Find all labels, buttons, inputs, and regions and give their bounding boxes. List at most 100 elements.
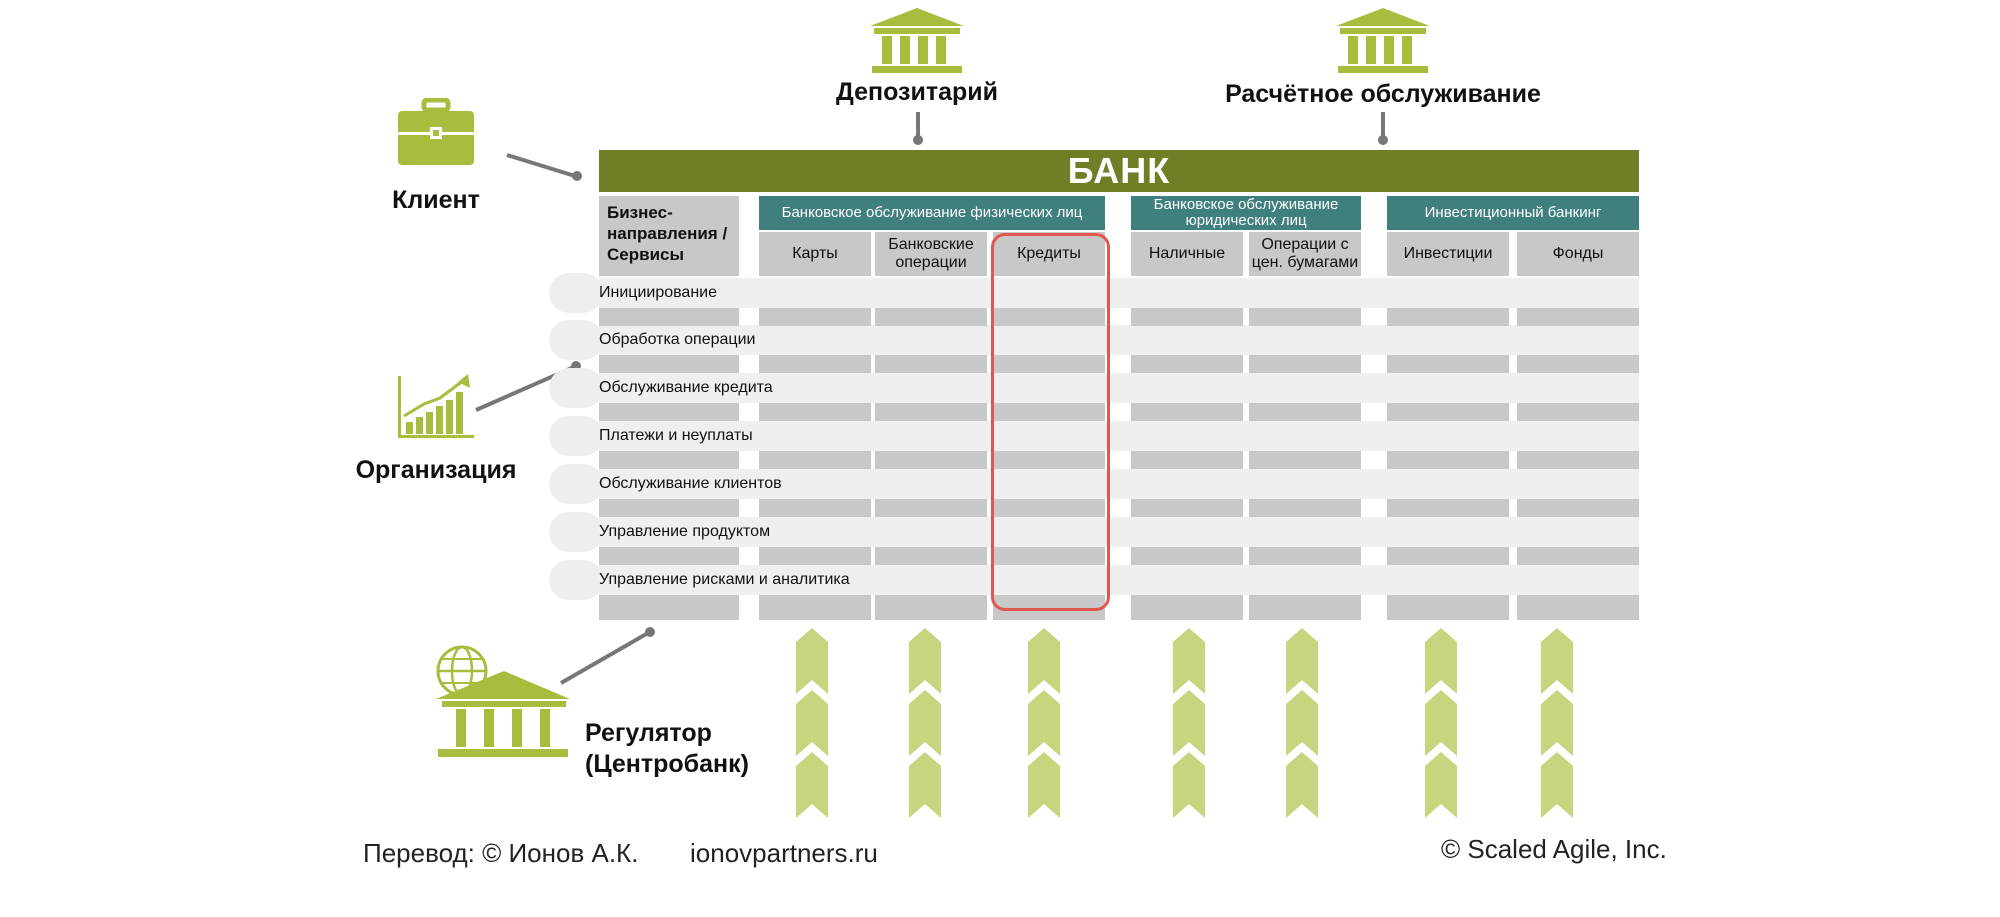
matrix-cell bbox=[759, 547, 871, 565]
matrix-cell bbox=[1131, 595, 1243, 620]
group-header-retail: Банковское обслуживание физических лиц bbox=[759, 196, 1105, 230]
row-label: Инициирование bbox=[599, 284, 717, 301]
organization-label: Организация bbox=[355, 456, 517, 484]
matrix-cell bbox=[1131, 451, 1243, 469]
matrix-cell bbox=[875, 499, 987, 517]
up-chevron-arrow-icon bbox=[1541, 628, 1573, 818]
column-header-cards: Карты bbox=[759, 232, 871, 276]
column-header-funds: Фонды bbox=[1517, 232, 1639, 276]
translation-credit: Перевод: © Ионов А.К. bbox=[363, 838, 639, 868]
matrix-cell bbox=[1249, 308, 1361, 326]
matrix-cell bbox=[875, 308, 987, 326]
matrix-cell bbox=[993, 499, 1105, 517]
regulator-label-line1: Регулятор bbox=[585, 719, 712, 747]
up-chevron-arrow-icon bbox=[1425, 628, 1457, 818]
row-label: Обслуживание клиентов bbox=[599, 475, 782, 492]
depository-bank-icon bbox=[870, 8, 964, 73]
matrix-cell bbox=[1517, 499, 1639, 517]
table-row bbox=[599, 421, 1639, 451]
matrix-cell bbox=[1387, 595, 1509, 620]
matrix-cell bbox=[1131, 355, 1243, 373]
column-header-securities: Операции с цен. бумагами bbox=[1249, 232, 1361, 276]
matrix-cell bbox=[759, 308, 871, 326]
row-tab bbox=[549, 560, 603, 600]
matrix-cell bbox=[1131, 547, 1243, 565]
matrix-cell bbox=[759, 595, 871, 620]
row-label: Обслуживание кредита bbox=[599, 379, 773, 396]
matrix-cell bbox=[1387, 308, 1509, 326]
column-header-investments: Инвестиции bbox=[1387, 232, 1509, 276]
matrix-cell bbox=[1517, 547, 1639, 565]
matrix-cell bbox=[993, 547, 1105, 565]
client-label: Клиент bbox=[392, 186, 480, 214]
row-tab bbox=[549, 464, 603, 504]
matrix-cell bbox=[1131, 499, 1243, 517]
group-header-corporate: Банковское обслуживание юридических лиц bbox=[1131, 196, 1361, 230]
matrix-cell bbox=[1249, 451, 1361, 469]
row-label: Управление продуктом bbox=[599, 523, 771, 540]
up-chevron-arrow-icon bbox=[909, 628, 941, 818]
table-row bbox=[599, 565, 1639, 595]
matrix-cell bbox=[1387, 403, 1509, 421]
matrix-cell bbox=[1517, 595, 1639, 620]
matrix-cell bbox=[875, 547, 987, 565]
matrix-cell bbox=[759, 451, 871, 469]
matrix-cell bbox=[599, 308, 739, 326]
up-chevron-arrow-icon bbox=[1028, 628, 1060, 818]
copyright-credit: © Scaled Agile, Inc. bbox=[1441, 834, 1667, 864]
briefcase-icon bbox=[398, 98, 474, 165]
row-label: Обработка операции bbox=[599, 331, 756, 348]
table-row bbox=[599, 517, 1639, 547]
matrix-cell bbox=[993, 595, 1105, 620]
matrix-cell bbox=[759, 499, 871, 517]
column-header-loans: Кредиты bbox=[993, 232, 1105, 276]
matrix-cell bbox=[599, 355, 739, 373]
column-header-bank-operations: Банковские операции bbox=[875, 232, 987, 276]
row-label: Платежи и неуплаты bbox=[599, 427, 753, 444]
matrix-cell bbox=[599, 403, 739, 421]
table-row bbox=[599, 278, 1639, 308]
table-row bbox=[599, 373, 1639, 403]
row-tab bbox=[549, 512, 603, 552]
matrix-cell bbox=[993, 355, 1105, 373]
bank-title: БАНК bbox=[1067, 150, 1171, 191]
matrix-cell bbox=[993, 403, 1105, 421]
table-row bbox=[599, 469, 1639, 499]
matrix-cell bbox=[1387, 451, 1509, 469]
matrix-cell bbox=[1387, 355, 1509, 373]
matrix-cell bbox=[1249, 403, 1361, 421]
matrix-cell bbox=[875, 451, 987, 469]
matrix-cell bbox=[875, 595, 987, 620]
business-directions-header: Бизнес-направления / Сервисы bbox=[599, 196, 739, 276]
up-chevron-arrow-icon bbox=[1173, 628, 1205, 818]
matrix-cell bbox=[599, 499, 739, 517]
regulator-label: Регулятор (Центробанк) bbox=[585, 718, 749, 780]
matrix-cell bbox=[759, 355, 871, 373]
loans-column-highlight bbox=[991, 233, 1110, 611]
matrix-cell bbox=[1517, 403, 1639, 421]
matrix-cell bbox=[599, 595, 739, 620]
bank-title-bar: БАНК bbox=[599, 150, 1639, 192]
row-tab bbox=[549, 320, 603, 360]
matrix-cell bbox=[599, 547, 739, 565]
regulator-bank-globe-icon bbox=[436, 645, 570, 757]
column-header-cash: Наличные bbox=[1131, 232, 1243, 276]
matrix-cell bbox=[1131, 403, 1243, 421]
regulator-label-line2: (Центробанк) bbox=[585, 750, 749, 778]
row-tab bbox=[549, 273, 603, 313]
up-chevron-arrow-icon bbox=[1286, 628, 1318, 818]
settlement-bank-icon bbox=[1336, 8, 1430, 73]
matrix-cell bbox=[1387, 499, 1509, 517]
depository-label: Депозитарий bbox=[835, 78, 998, 106]
matrix-cell bbox=[1249, 499, 1361, 517]
matrix-cell bbox=[1387, 547, 1509, 565]
growth-chart-icon bbox=[398, 374, 474, 438]
website-credit: ionovpartners.ru bbox=[690, 838, 878, 868]
matrix-cell bbox=[1249, 547, 1361, 565]
settlement-label: Расчётное обслуживание bbox=[1225, 80, 1541, 108]
matrix-cell bbox=[1131, 308, 1243, 326]
row-label: Управление рисками и аналитика bbox=[599, 571, 850, 588]
row-tab bbox=[549, 416, 603, 456]
matrix-cell bbox=[759, 403, 871, 421]
